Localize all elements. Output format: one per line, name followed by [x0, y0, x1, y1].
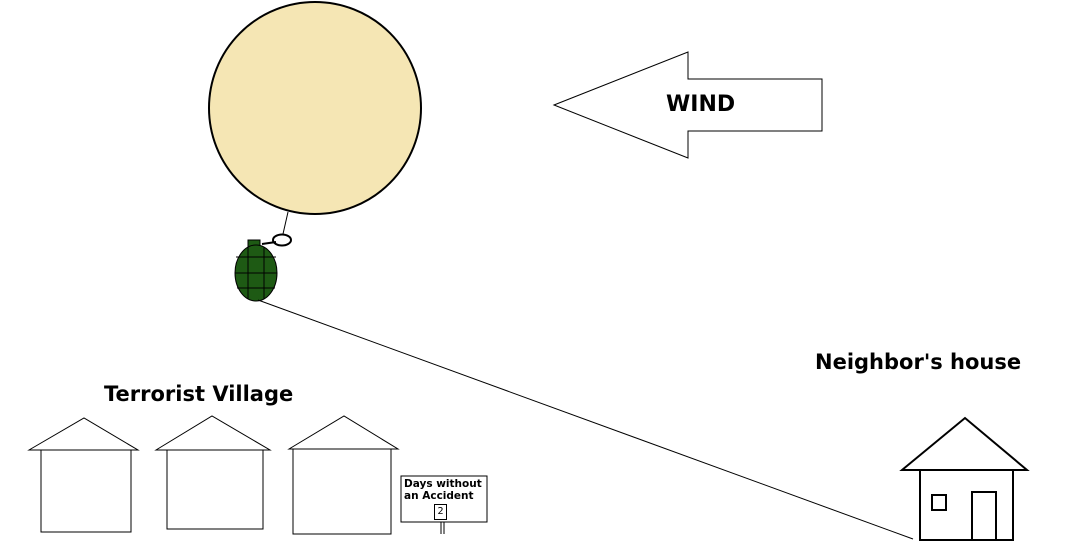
neighbor-house-label: Neighbor's house	[815, 350, 1022, 374]
accident-sign-count: 2	[434, 504, 447, 520]
accident-sign-line-1: Days without	[404, 478, 482, 490]
tether-line	[257, 299, 914, 540]
neighbor-house-window	[931, 494, 947, 511]
wind-label: WIND	[666, 92, 736, 117]
village-house-2	[154, 415, 272, 530]
wind-arrow	[552, 51, 823, 159]
village-house-1	[27, 417, 140, 533]
village-label: Terrorist Village	[104, 382, 294, 406]
accident-sign-text: Days without an Accident	[404, 478, 482, 502]
neighbor-house	[899, 416, 1030, 541]
neighbor-house-door	[971, 491, 997, 541]
village-house-3	[287, 415, 400, 535]
balloon-string	[282, 211, 289, 235]
grenade	[234, 244, 278, 302]
balloon	[208, 1, 422, 215]
accident-sign-line-2: an Accident	[404, 490, 474, 502]
